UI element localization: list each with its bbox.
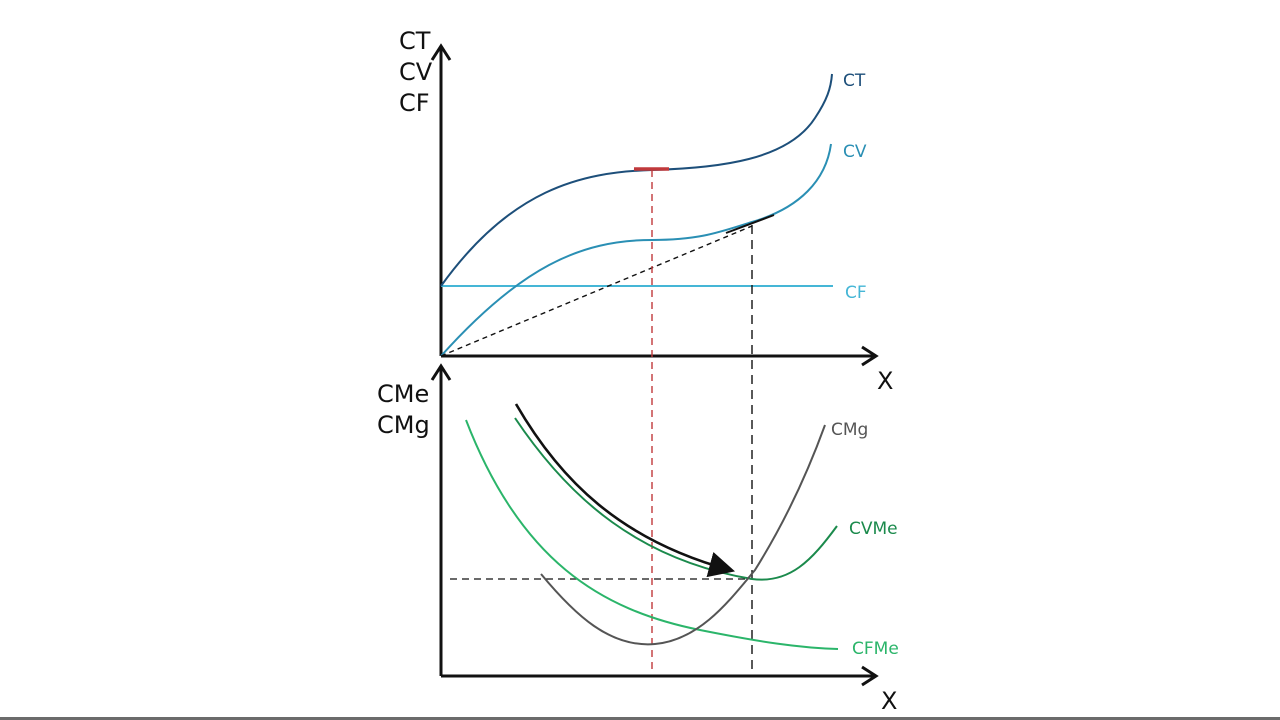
cf-label: CF [845,283,867,303]
ct-curve [440,73,833,287]
cv-label: CV [843,142,867,162]
bottom-panel: CMe CMg X CFMe CVMe CMg [377,363,899,715]
bottom-y-label-cmg: CMg [377,411,430,439]
ct-label: CT [843,71,866,91]
cmg-curve [540,424,826,646]
cv-curve [440,143,832,357]
top-y-label-cv: CV [399,58,433,86]
origin-tangent-ray [440,225,753,357]
cvme-curve [514,417,838,581]
bottom-rule [0,717,1280,720]
top-y-label-ct: CT [399,27,431,55]
bottom-y-axis-arrowhead [430,363,452,381]
top-panel: CT CV CF X CF CV CT [399,27,893,395]
top-y-label-cf: CF [399,89,430,117]
bottom-x-label: X [881,687,897,715]
bottom-x-axis-arrowhead [861,665,879,687]
cmg-label: CMg [831,420,868,440]
top-x-label: X [877,367,893,395]
cfme-label: CFMe [852,639,899,659]
top-x-axis-arrowhead [861,345,879,367]
decreasing-average-cost-arrow [514,403,736,578]
bottom-y-label-cme: CMe [377,380,429,408]
tangent-segment [725,214,775,234]
cfme-curve [465,419,839,650]
top-y-axis-arrowhead [430,43,452,61]
cvme-label: CVMe [849,519,898,539]
